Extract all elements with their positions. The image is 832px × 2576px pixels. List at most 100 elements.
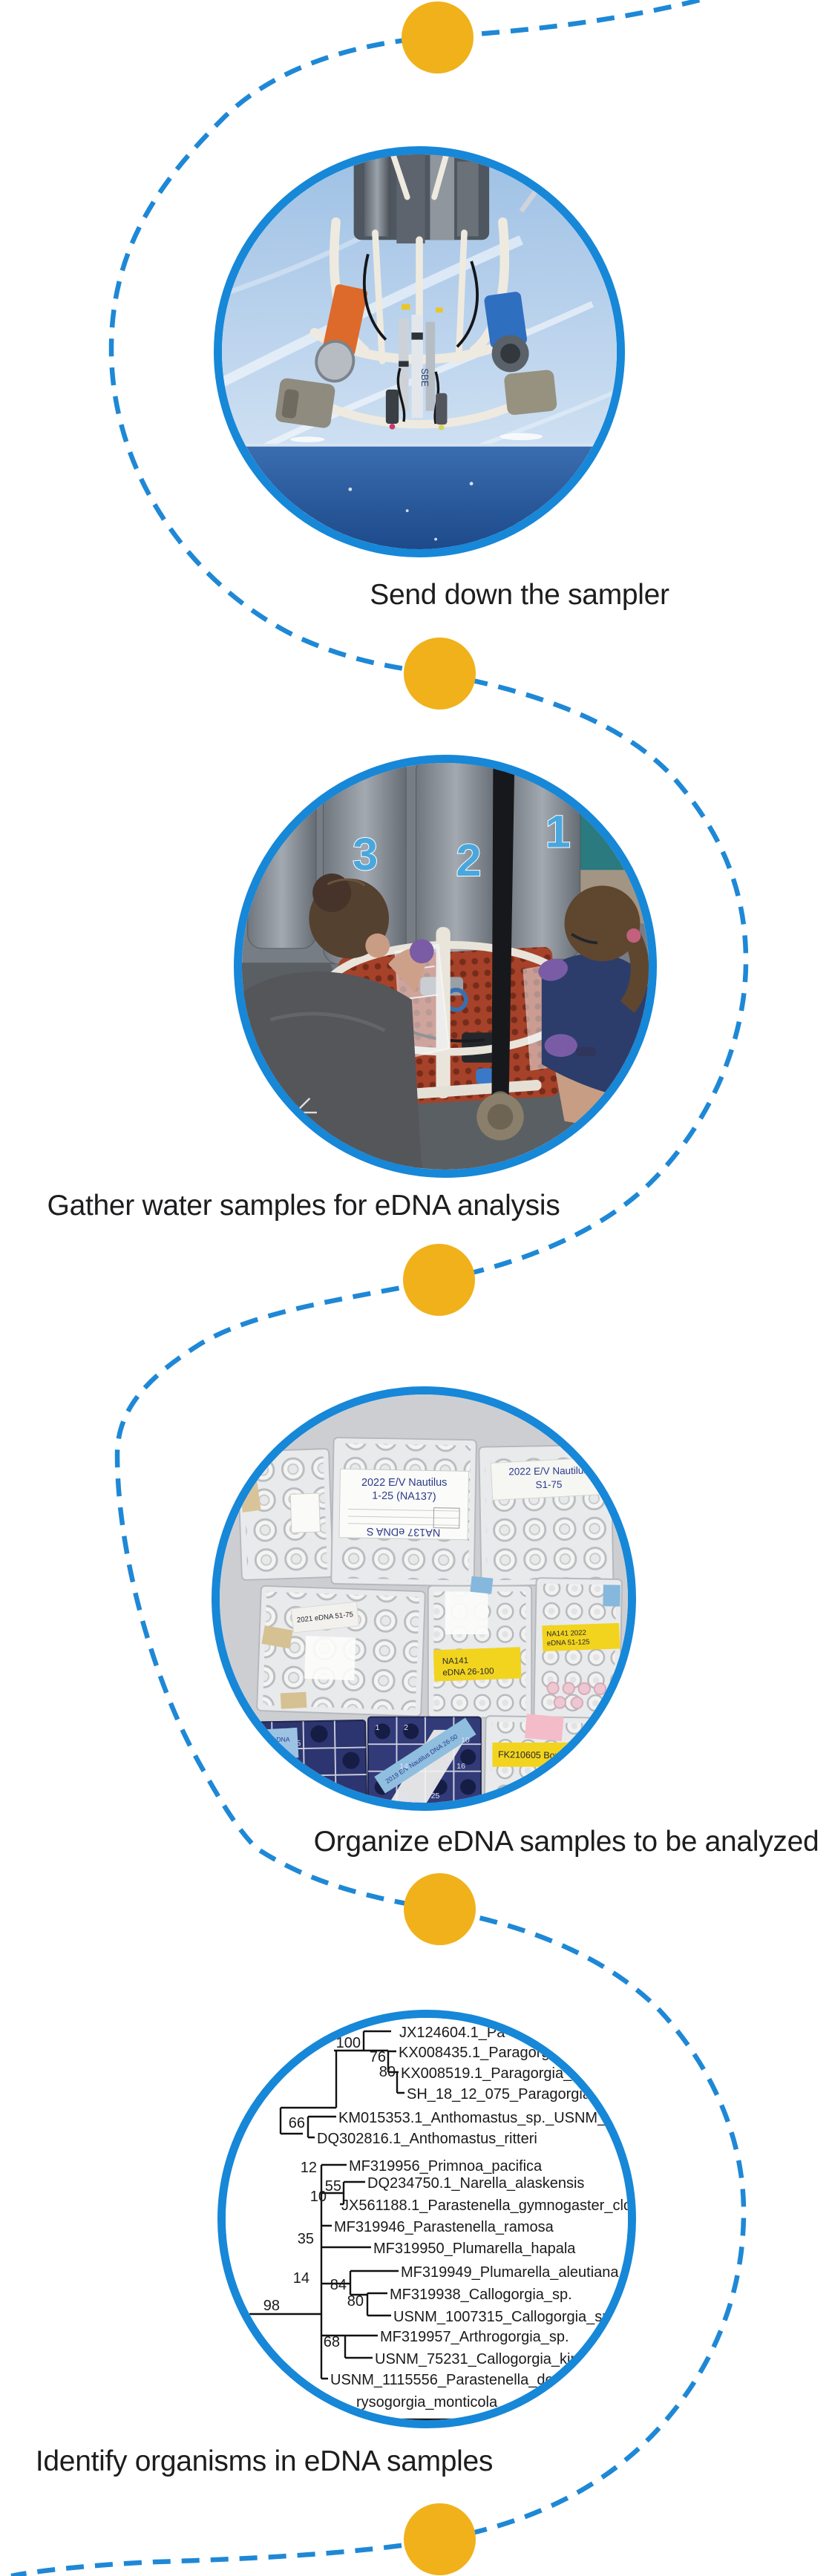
sample-box: 2022 E/V Nautilus S1-75 [478,1443,615,1587]
tree-tip-label: DQ302816.1_Anthomastus_ritteri [317,2131,537,2147]
rosette-sampler: SBE [275,154,560,430]
step-caption-4: Identify organisms in eDNA samples [35,2445,494,2477]
tree-branches [249,2030,475,2420]
tree-tip-label: MF319957_Arthrogorgia_sp. [380,2329,569,2345]
tree-tip-label: KM015353.1_Anthomastus_sp._USNM_1 [338,2110,614,2126]
tree-support-value: 55 [325,2178,341,2195]
sample-boxes: 2022 E/V Nautilus 1-25 (NA137) NA137 eDN… [237,1437,624,1803]
shirt-logo [255,1095,317,1128]
hanging-sensors [385,389,448,430]
sample-box: NA141 eDNA 26-100 [427,1576,533,1719]
bottle-number-2: 2 [456,835,481,886]
tree-tip-label: MF319950_Plumarella_hapala [373,2241,576,2257]
sample-box: 2022 E/V Nautilus 1-25 (NA137) NA137 eDN… [330,1437,477,1587]
tree-tip-label: JX561188.1_Parastenella_gymnogaster_clo [341,2198,632,2214]
box-label-text: 1-25 (NA137) [372,1490,436,1504]
grid-number: 5 [296,1739,301,1748]
scientist-left [242,874,434,1170]
organize-scene: 2022 E/V Nautilus 1-25 (NA137) NA137 eDN… [220,1394,628,1803]
box-label-text: S1-75 [535,1479,562,1491]
tree-tip-label: USNM_1115556_Parastenella_do [330,2372,554,2388]
yellow-label-text: NA141 [442,1656,469,1666]
step-photo-gather: 3 2 1 [234,755,657,1178]
step-photo-organize: 2022 E/V Nautilus 1-25 (NA137) NA137 eDN… [212,1386,636,1811]
sample-box: 2021 eDNA 51-75 [256,1584,426,1717]
sample-box: NA141 2022 eDNA 51-125 [533,1577,623,1720]
sampler-scene: SBE [222,154,617,549]
tree-tip-label: KX008519.1_Paragorgia_ [401,2065,572,2082]
process-path [10,0,749,2576]
tree-support-value: 100 [336,2035,361,2051]
step-caption-1: Send down the sampler [370,579,669,611]
step-marker-1 [402,1,474,73]
sea-whitecaps [290,433,543,541]
bottle-number-3: 3 [353,829,378,880]
tree-support-value: 14 [293,2270,309,2287]
tree-support-value: 84 [330,2277,347,2293]
sample-box [237,1448,334,1581]
tree-tip-label: SH_18_12_075_Paragorgia [407,2086,592,2103]
tree-tip-label: MF319956_Primnoa_pacifica [349,2158,543,2174]
grid-number: 1 [376,1723,380,1732]
grid-number: 14 [399,1762,408,1771]
blue-instrument [484,292,529,373]
tree-tip-label: KX008435.1_Paragorg [399,2045,550,2061]
grid-number: 10 [461,1736,470,1745]
grid-number: 2 [404,1723,408,1732]
cryo-box: 4 5 15 Nautilus eDNA 1-25 [240,1720,367,1803]
grid-number: 24 [399,1792,408,1800]
black-strap [476,763,524,1141]
box-label-flipped: NA137 eDNA S [367,1525,441,1538]
horizon-line [222,443,617,447]
pink-capped-vials [546,1681,607,1710]
tree-support-value: 98 [263,2298,280,2314]
pink-tape-text: FK21060 [615,1740,624,1764]
phylogenetic-tree: JX124604.1_PaKX008435.1_ParagorgKX008519… [226,2018,632,2420]
tree-support-value: 12 [301,2160,317,2176]
step-marker-3 [403,1244,475,1316]
ocean [222,445,617,549]
tree-tip-label: rysogorgia_monticola [356,2394,498,2411]
tree-support-value: 35 [298,2231,314,2247]
ballast-weights [275,370,557,428]
blue-tape-text: Nautilus eDNA [248,1736,290,1744]
step-caption-3: Organize eDNA samples to be analyzed [313,1826,819,1858]
tree-support-value: 80 [347,2293,364,2310]
orange-instrument [315,284,368,383]
gather-scene: 3 2 1 [242,763,649,1170]
tree-tip-label: USNM_75231_Callogorgia_kin [375,2351,579,2367]
tree-tip-label: MF319946_Parastenella_ramosa [334,2219,554,2235]
tree-tip-label: DQ234750.1_Narella_alaskensis [367,2175,584,2192]
step-caption-2: Gather water samples for eDNA analysis [47,1190,560,1222]
grid-number: 15 [275,1779,284,1788]
step-marker-2 [404,638,476,709]
tree-tip-label: MF319938_Callogorgia_sp. [390,2287,572,2303]
tree-support-value: 10 [310,2189,327,2205]
tree-support-value: 76 [370,2049,386,2065]
yellow-label-text: FK210605 Box 2 [498,1749,567,1761]
tree-support-value: 80 [379,2064,396,2080]
bottle-number-1: 1 [546,806,571,857]
grid-number: 16 [456,1762,465,1771]
cables [362,253,479,425]
box-label-text: 2022 E/V Nautilus [361,1477,447,1489]
yellow-label-text: NA141 2022 [546,1629,586,1639]
blue-tape-text: 1-25 [257,1746,270,1754]
sensor-brand-text: SBE [419,368,430,387]
step-photo-sampler: SBE [214,146,625,557]
step-marker-4 [404,1873,476,1945]
tree-tip-label: MF319949_Plumarella_aleutiana [401,2264,619,2281]
sensor-tubes: SBE [399,304,443,419]
tree-tip-label: USNM_1007315_Callogorgia_sp [393,2309,610,2325]
box-label-text: 2022 E/V Nautilus [508,1465,589,1478]
grid-number: 25 [431,1792,440,1800]
cryo-box: 2019 E/V Nautilus DNA 26-50 1 2 10 14 16… [367,1716,482,1803]
step-marker-5 [404,2503,476,2575]
tree-support-value: 66 [289,2115,305,2131]
tree-tip-label: JX124604.1_Pa [399,2025,505,2041]
sample-box: FK210605 Box 2 FK21060 [483,1714,624,1803]
tree-support-value: 68 [324,2334,340,2350]
